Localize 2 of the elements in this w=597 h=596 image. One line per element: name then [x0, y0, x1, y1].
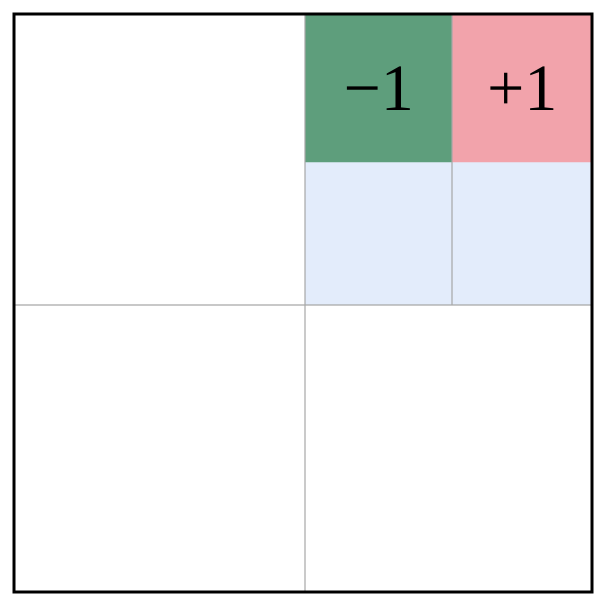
table-cell: +1 — [452, 14, 592, 162]
table-cell: −1 — [305, 14, 452, 162]
